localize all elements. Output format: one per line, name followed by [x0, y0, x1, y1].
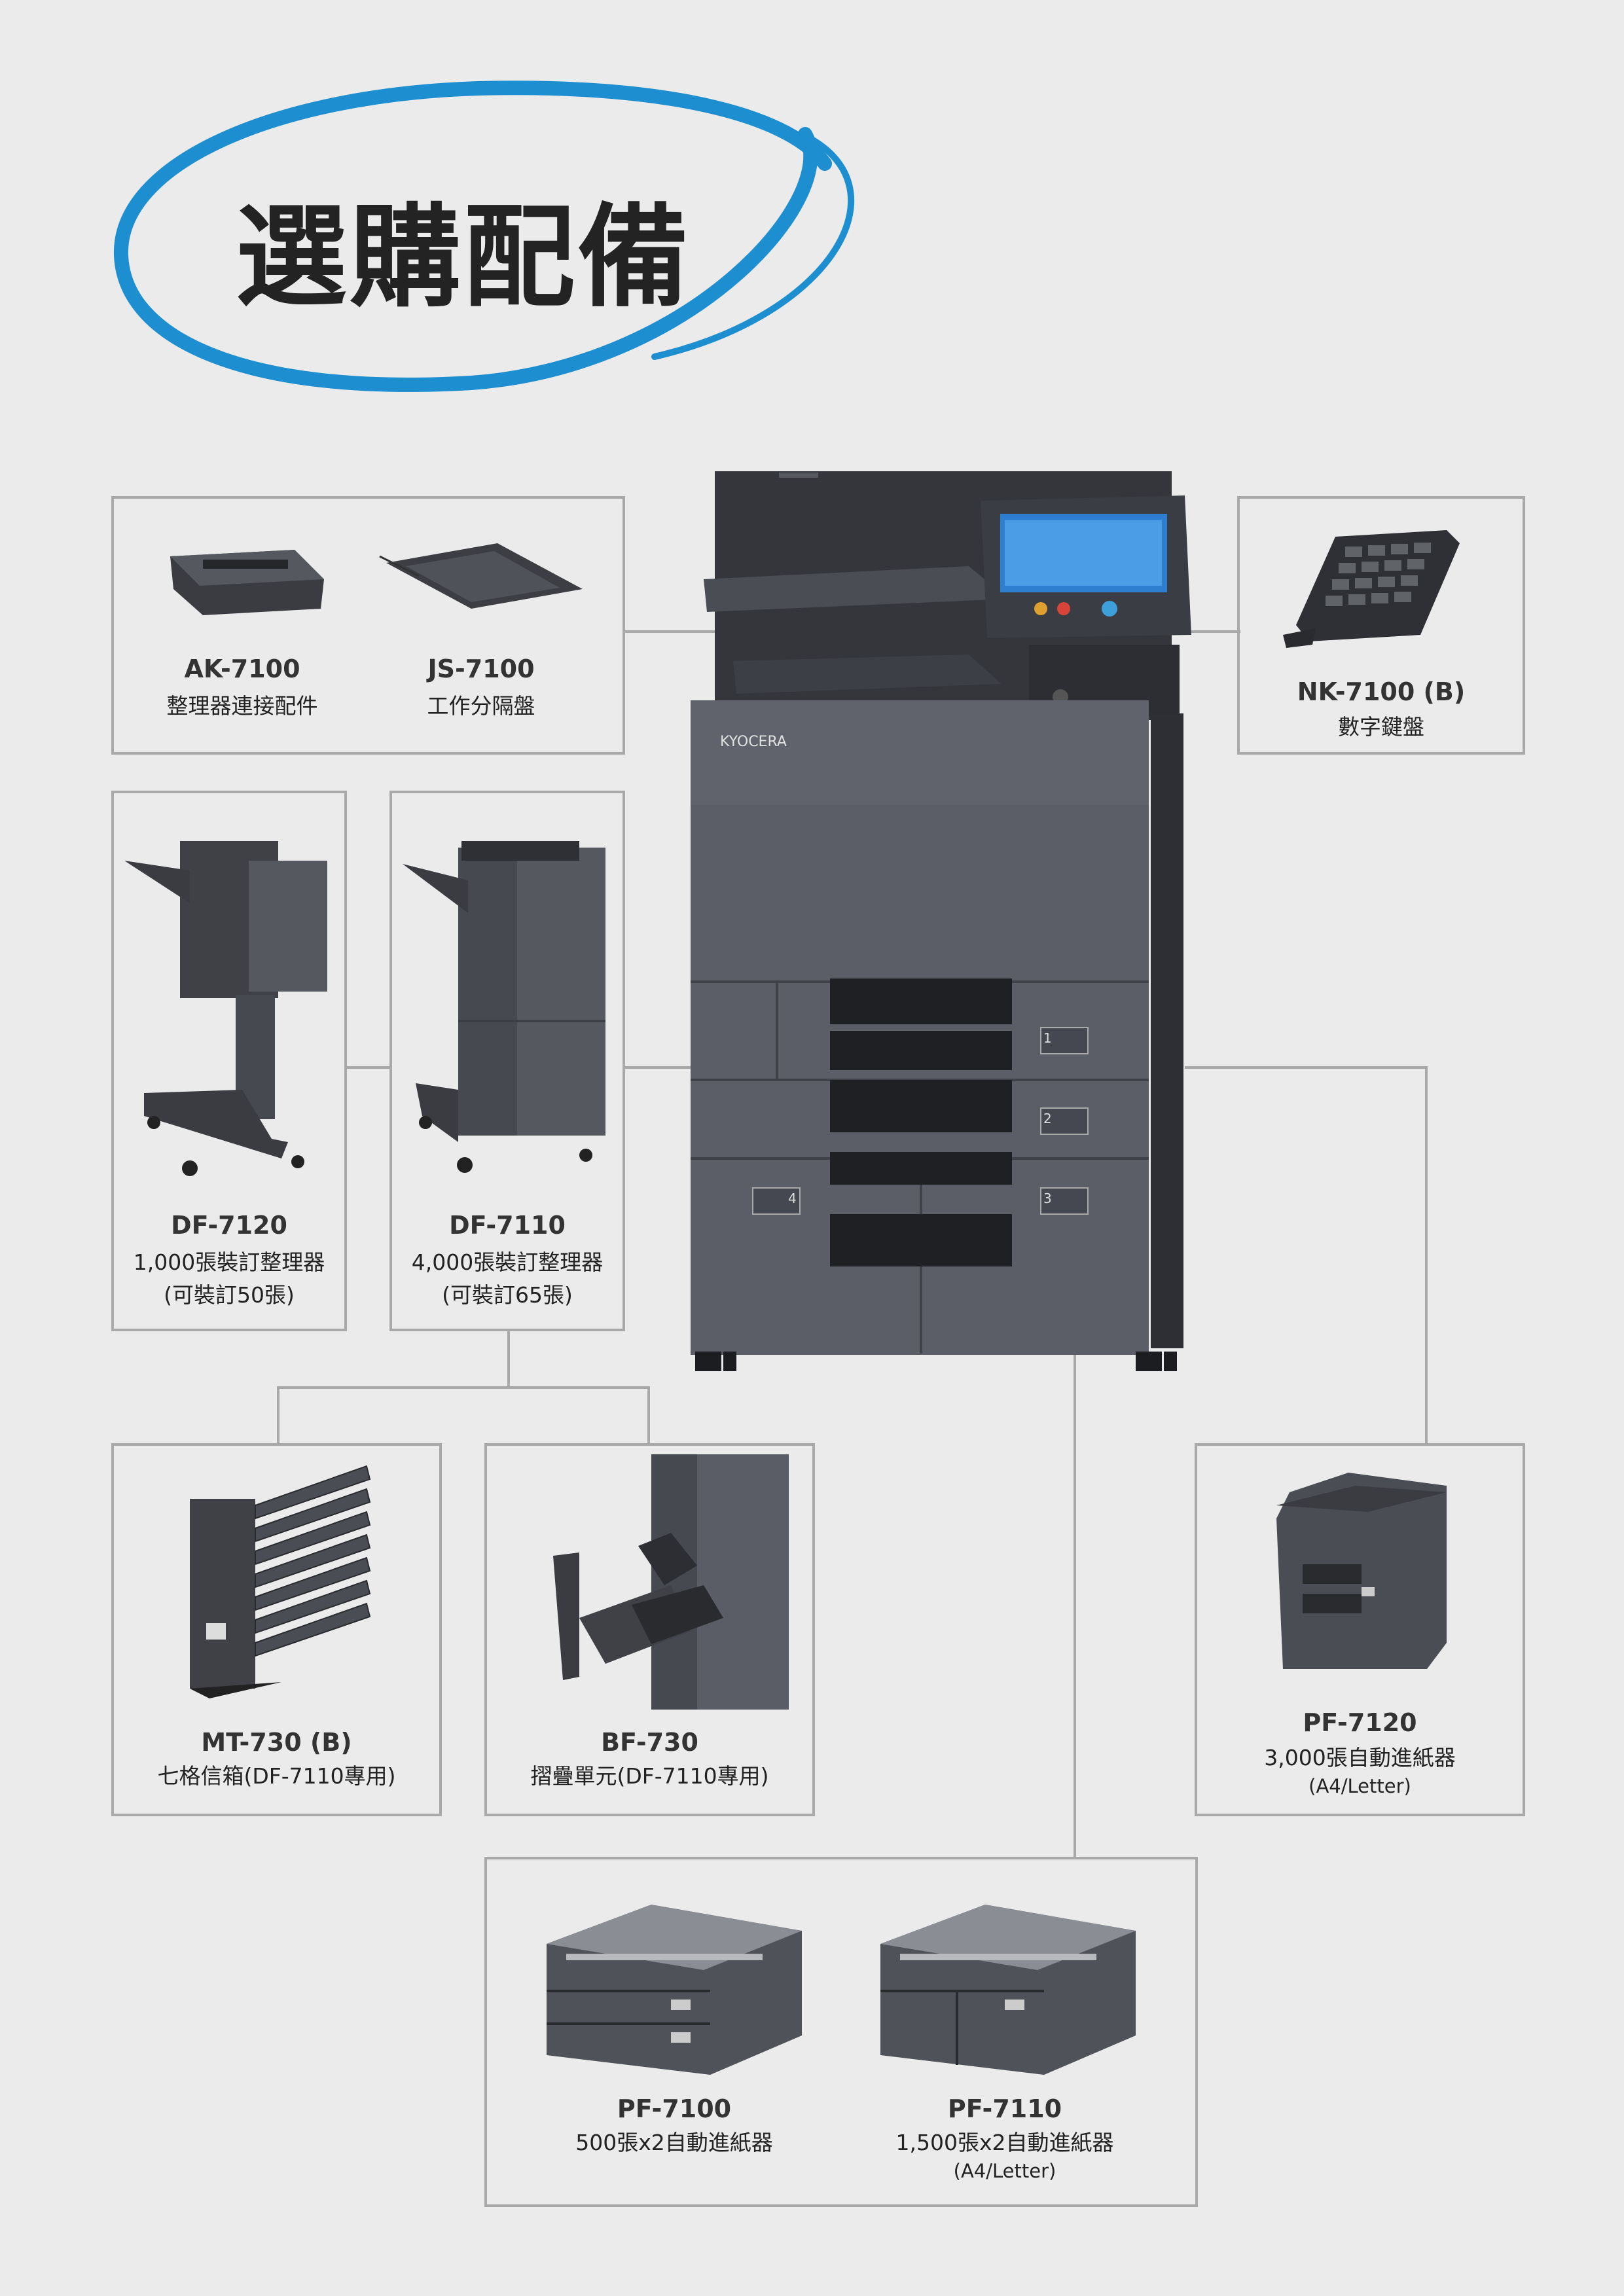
tray-number-2: 2	[1043, 1111, 1052, 1126]
connector-line	[277, 1386, 650, 1389]
accessory-box-df-7120	[111, 791, 347, 1331]
accessory-description: 整理器連接配件	[166, 693, 318, 719]
accessory-description: 數字鍵盤	[1338, 714, 1424, 740]
connector-line	[347, 1066, 389, 1069]
ak-7100-image	[170, 550, 324, 615]
connector-line	[1074, 1355, 1076, 1859]
accessory-code: NK-7100 (B)	[1297, 677, 1466, 706]
pf-7110-image	[880, 1905, 1136, 2075]
connector-line	[1185, 630, 1240, 633]
brand-logo: KYOCERA	[720, 734, 787, 750]
nk-7100-image	[1283, 530, 1460, 648]
df-7120-image	[124, 841, 327, 1176]
accessory-code: DF-7120	[171, 1211, 287, 1240]
accessory-code: PF-7120	[1303, 1708, 1417, 1737]
accessory-box-mt-730	[111, 1443, 442, 1816]
accessory-box-nk	[1237, 496, 1525, 755]
accessory-description: 工作分隔盤	[427, 693, 535, 719]
accessory-description: 摺疊單元(DF-7110專用)	[530, 1763, 769, 1789]
df-7110-image	[403, 841, 605, 1173]
page-title: 選購配備	[236, 193, 692, 323]
connector-line	[625, 1066, 691, 1069]
title-ellipse	[113, 81, 854, 392]
accessory-code: MT-730 (B)	[201, 1728, 352, 1757]
mt-730-image	[190, 1465, 371, 1698]
tray-number-1: 1	[1043, 1030, 1052, 1046]
accessory-code: BF-730	[601, 1728, 698, 1757]
accessory-code: DF-7110	[449, 1211, 566, 1240]
pf-7120-image	[1276, 1473, 1447, 1669]
accessory-code: AK-7100	[184, 655, 300, 683]
connector-line	[277, 1386, 280, 1444]
accessory-description: 500張x2自動進紙器	[575, 2130, 773, 2155]
accessory-description: 1,000張裝訂整理器	[133, 1249, 325, 1275]
tray-number-3: 3	[1043, 1191, 1052, 1206]
accessory-box-pf-7120	[1195, 1443, 1525, 1816]
accessory-code: JS-7100	[427, 655, 535, 683]
connector-line	[507, 1331, 510, 1386]
accessory-box-df-7110	[389, 791, 625, 1331]
accessory-note: (可裝訂50張)	[164, 1282, 295, 1308]
accessory-note: (可裝訂65張)	[442, 1282, 573, 1308]
connector-line	[1185, 1066, 1428, 1069]
connector-line	[647, 1386, 650, 1444]
accessory-code: PF-7100	[617, 2094, 732, 2123]
accessory-description: 3,000張自動進紙器	[1264, 1745, 1456, 1770]
tray-number-4: 4	[788, 1191, 797, 1206]
js-7100-image	[379, 543, 583, 609]
accessory-code: PF-7110	[947, 2094, 1062, 2123]
accessory-box-bf-730	[484, 1443, 815, 1816]
connector-line	[625, 630, 717, 633]
accessory-box-ak-js	[111, 496, 625, 755]
connector-line	[1425, 1066, 1428, 1444]
accessory-box-pf-7100-7110	[484, 1857, 1198, 2207]
accessory-description: 七格信箱(DF-7110專用)	[157, 1763, 396, 1789]
accessory-description: 4,000張裝訂整理器	[411, 1249, 604, 1275]
pf-7100-image	[547, 1905, 802, 2075]
bf-730-image	[553, 1454, 789, 1710]
accessory-note: (A4/Letter)	[1308, 1775, 1411, 1797]
accessory-description: 1,500張x2自動進紙器	[895, 2130, 1114, 2155]
accessory-note: (A4/Letter)	[953, 2160, 1056, 2182]
